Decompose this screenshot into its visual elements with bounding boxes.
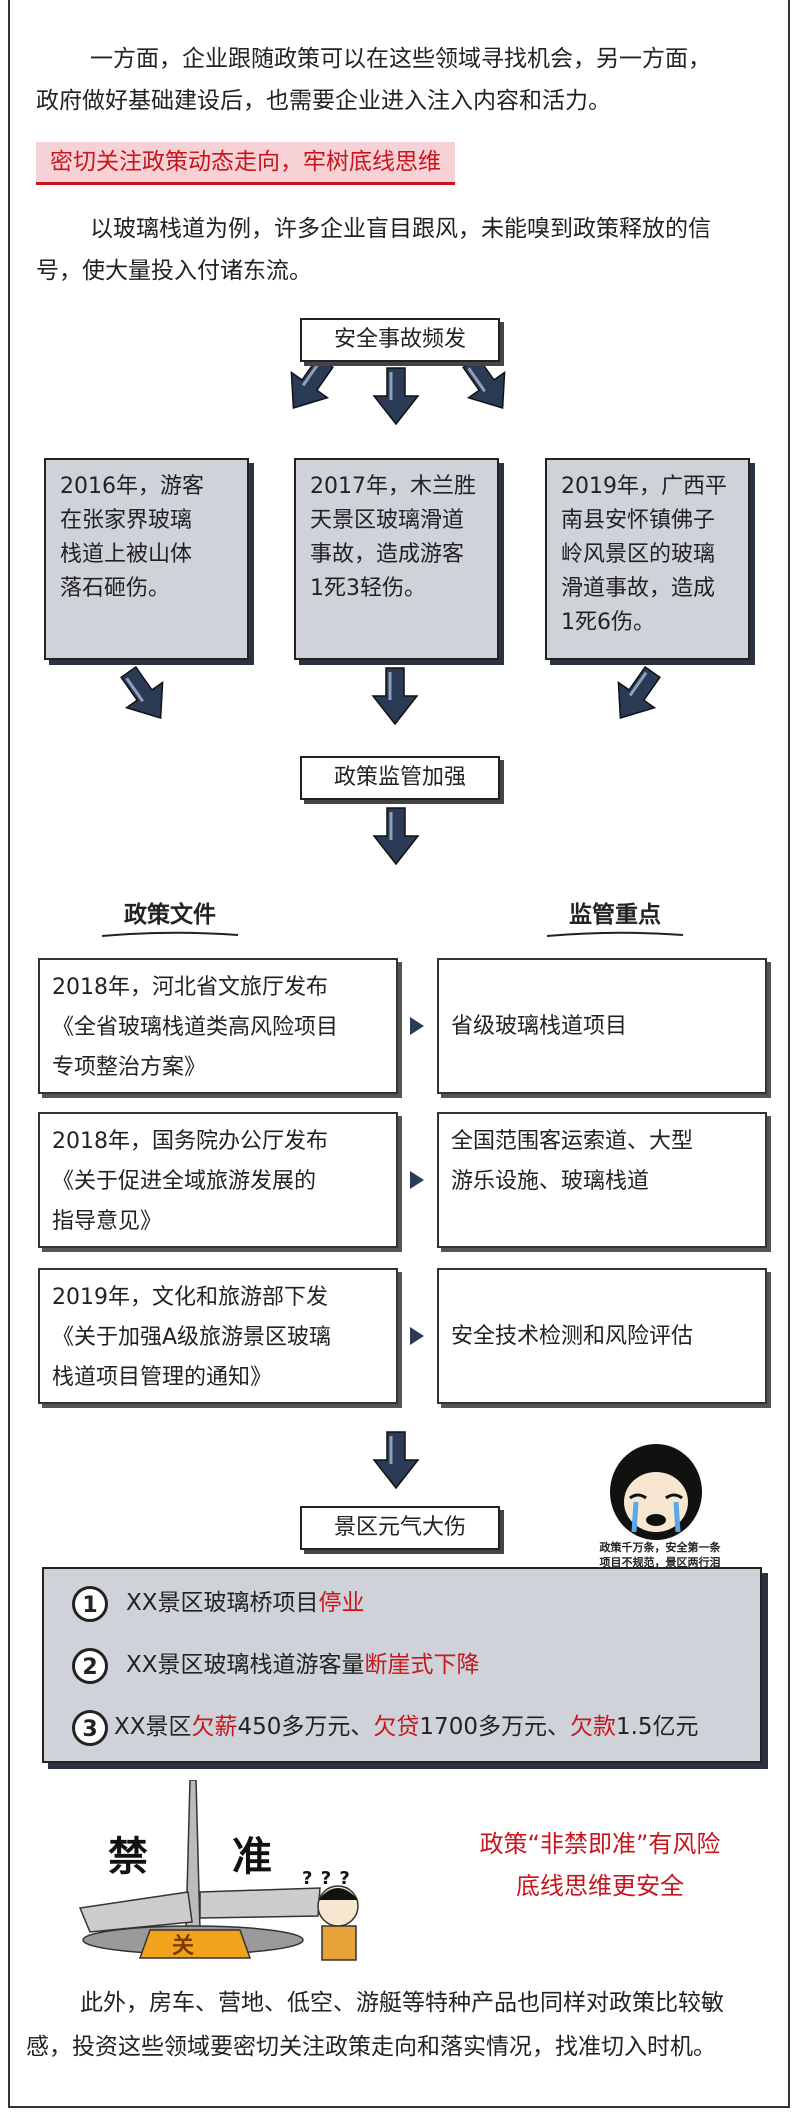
accident-text: 南县安怀镇佛子 (561, 508, 716, 533)
outro-line-1: 此外，房车、营地、低空、游艇等特种产品也同样对政策比较敏 (80, 1990, 724, 2016)
row-arrow-icon (410, 1017, 424, 1035)
focus-box-1: 省级玻璃栈道项目 (437, 958, 767, 1094)
col-title-underline (101, 931, 239, 937)
policy-box-1: 2018年，河北省文旅厅发布 《全省玻璃栈道类高风险项目 专项整治方案》 (38, 958, 398, 1094)
accident-text: 岭风景区的玻璃 (561, 542, 716, 567)
slogan-line-1: 政策“非禁即准”有风险 (479, 1830, 721, 1858)
arrow-to-impact (372, 1430, 420, 1490)
meme-caption-line: 政策千万条，安全第一条 (599, 1541, 721, 1554)
accident-text: 滑道事故，造成 (561, 576, 716, 601)
intro-line-2: 政府做好基础建设后，也需要企业进入注入内容和活力。 (36, 88, 611, 114)
arrow-from-accident-1 (108, 658, 181, 733)
impact-highlight: 欠款 (569, 1714, 616, 1740)
impact-text: XX景区玻璃栈道游客量 (126, 1652, 365, 1678)
accident-text: 2017年，木兰胜 (310, 474, 476, 499)
policy-text: 2019年，文化和旅游部下发 (52, 1285, 328, 1310)
policy-box-2: 2018年，国务院办公厅发布 《关于促进全域旅游发展的 指导意见》 (38, 1112, 398, 1248)
impact-row-2: 2 XX景区玻璃栈道游客量断崖式下降 (72, 1643, 480, 1687)
accident-text: 2019年，广西平 (561, 474, 727, 499)
policy-text: 《关于促进全域旅游发展的 (52, 1169, 317, 1194)
worried-person-icon (317, 1885, 359, 1961)
label-accidents-frequent: 安全事故频发 (300, 318, 500, 362)
impact-row-1: 1 XX景区玻璃桥项目停业 (72, 1581, 365, 1625)
policy-box-3: 2019年，文化和旅游部下发 《关于加强A级旅游景区玻璃 栈道项目管理的通知》 (38, 1268, 398, 1404)
impact-text: XX景区玻璃桥项目 (126, 1590, 319, 1616)
focus-box-3: 安全技术检测和风险评估 (437, 1268, 767, 1404)
number-circle-icon: 1 (72, 1585, 108, 1622)
policy-text: 指导意见》 (52, 1209, 163, 1234)
question-marks: ? ? ? (302, 1868, 351, 1889)
row-arrow-icon (410, 1171, 424, 1189)
label-scenic-hurt: 景区元气大伤 (300, 1506, 500, 1550)
accident-text: 1死3轻伤。 (310, 576, 426, 601)
policy-text: 专项整治方案》 (52, 1055, 207, 1080)
arrow-to-accident-2 (372, 366, 420, 426)
accident-text: 1死6伤。 (561, 610, 655, 635)
impact-text: 1700多万元、 (419, 1714, 570, 1740)
col-title-supervision-focus: 监管重点 (569, 902, 661, 928)
focus-text: 安全技术检测和风险评估 (451, 1324, 694, 1349)
accident-box-2016: 2016年，游客 在张家界玻璃 栈道上被山体 落石砸伤。 (44, 458, 249, 660)
impact-text: 1.5亿元 (615, 1714, 699, 1740)
policy-text: 《关于加强A级旅游景区玻璃 (52, 1325, 332, 1350)
sign-text-forbidden: 禁 (108, 1833, 148, 1880)
policy-text: 《全省玻璃栈道类高风险项目 (52, 1015, 339, 1040)
focus-text: 省级玻璃栈道项目 (451, 1014, 628, 1039)
example-line-2: 号，使大量投入付诸东流。 (36, 258, 312, 284)
impact-highlight: 欠贷 (373, 1714, 420, 1740)
intro-line-1: 一方面，企业跟随政策可以在这些领域寻找机会，另一方面， (90, 46, 711, 72)
col-title-underline (546, 931, 684, 937)
arrow-from-accident-2 (371, 666, 419, 726)
focus-box-2: 全国范围客运索道、大型 游乐设施、玻璃栈道 (437, 1112, 767, 1248)
sign-text-allowed: 准 (232, 1833, 272, 1880)
arrow-from-accident-3 (600, 658, 673, 733)
meme-caption: 政策千万条，安全第一条 项目不规范，景区两行泪 (540, 1540, 780, 1570)
impact-highlight: 欠薪 (191, 1714, 238, 1740)
sign-text-off: 关 (172, 1934, 195, 1959)
impact-highlight: 断崖式下降 (364, 1652, 480, 1678)
accident-text: 事故，造成游客 (310, 542, 465, 567)
section-tag: 密切关注政策动态走向，牢树底线思维 (36, 142, 455, 185)
signpost-illustration (78, 1780, 359, 1961)
crying-meme-icon (610, 1444, 702, 1540)
accident-text: 在张家界玻璃 (60, 508, 193, 533)
label-regulation-strengthened: 政策监管加强 (300, 756, 500, 800)
arrow-to-policies (372, 806, 420, 866)
slogan-line-2: 底线思维更安全 (516, 1872, 684, 1900)
number-circle-icon: 3 (72, 1709, 108, 1746)
accident-text: 栈道上被山体 (60, 542, 193, 567)
accident-box-2017: 2017年，木兰胜 天景区玻璃滑道 事故，造成游客 1死3轻伤。 (294, 458, 499, 660)
impact-highlight: 停业 (318, 1590, 365, 1616)
policy-text: 2018年，河北省文旅厅发布 (52, 975, 328, 1000)
accident-text: 天景区玻璃滑道 (310, 508, 465, 533)
number-circle-icon: 2 (72, 1647, 108, 1684)
impact-text: 450多万元、 (237, 1714, 374, 1740)
accident-text: 2016年，游客 (60, 474, 204, 499)
accident-text: 落石砸伤。 (60, 576, 171, 601)
outro-line-2: 感，投资这些领域要密切关注政策走向和落实情况，找准切入时机。 (26, 2034, 716, 2060)
example-line-1: 以玻璃栈道为例，许多企业盲目跟风，未能嗅到政策释放的信 (90, 216, 711, 242)
impact-text: XX景区 (114, 1714, 192, 1740)
policy-text: 2018年，国务院办公厅发布 (52, 1129, 328, 1154)
row-arrow-icon (410, 1327, 424, 1345)
focus-text: 全国范围客运索道、大型 (451, 1129, 694, 1154)
page-frame (8, 0, 790, 2108)
policy-text: 栈道项目管理的通知》 (52, 1365, 273, 1390)
focus-text: 游乐设施、玻璃栈道 (451, 1169, 650, 1194)
accident-box-2019: 2019年，广西平 南县安怀镇佛子 岭风景区的玻璃 滑道事故，造成 1死6伤。 (545, 458, 750, 660)
col-title-policy-docs: 政策文件 (124, 902, 216, 928)
meme-caption-line: 项目不规范，景区两行泪 (599, 1556, 721, 1569)
